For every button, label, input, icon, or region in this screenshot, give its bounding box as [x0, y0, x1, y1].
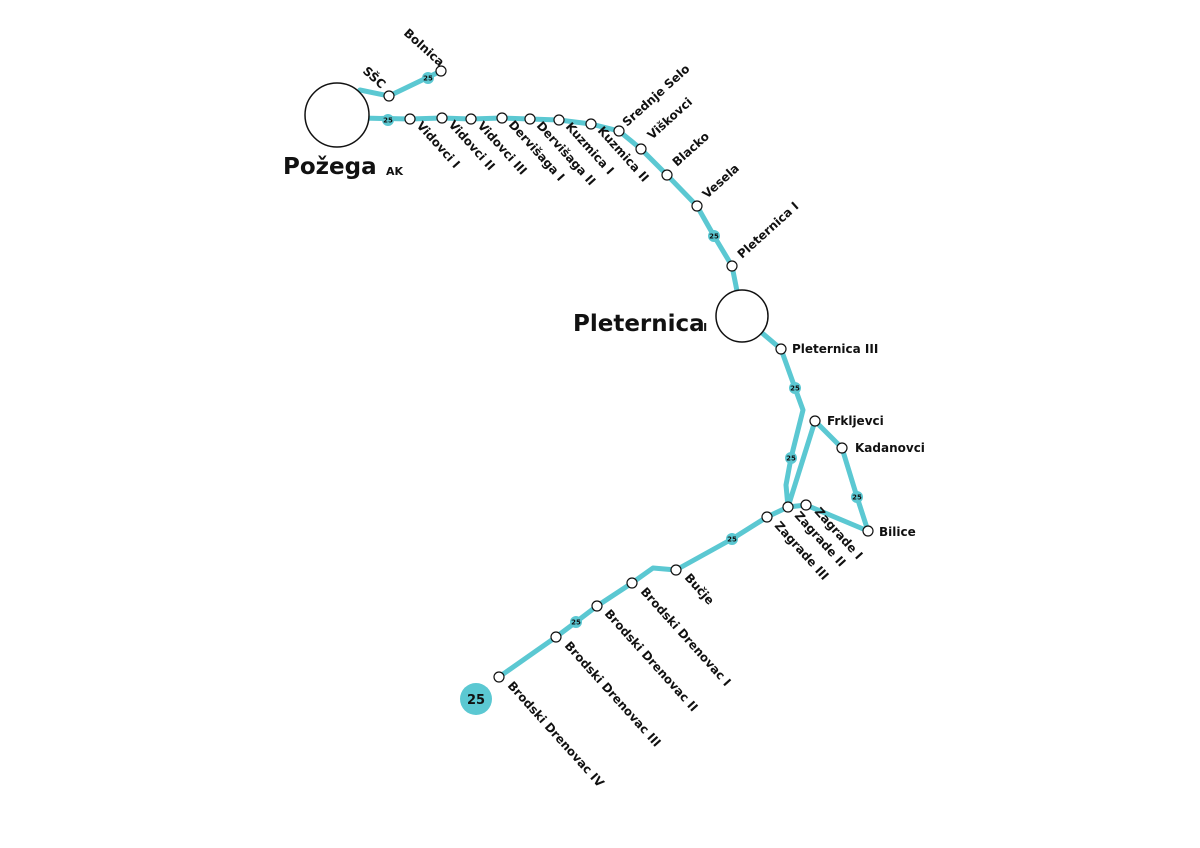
stop-label-vesela: Vesela: [700, 161, 742, 201]
stop-label-frkljevci: Frkljevci: [827, 414, 884, 428]
stop-zagrade2[interactable]: [782, 501, 794, 513]
stop-bolnica[interactable]: [435, 65, 447, 77]
route-terminal-badge[interactable]: 25: [460, 683, 492, 715]
stop-bilice[interactable]: [862, 525, 874, 537]
svg-text:25: 25: [383, 117, 393, 125]
stop-label-bucje: Bučje: [682, 571, 717, 608]
stop-vidovci3[interactable]: [465, 113, 477, 125]
stop-labels: Bolnica SŠC Vidovci I Vidovci II Vidovci…: [360, 26, 925, 791]
hub-pozega-suffix: AK: [386, 165, 404, 178]
svg-text:25: 25: [727, 536, 737, 544]
stop-label-bolnica: Bolnica: [401, 26, 447, 69]
hub-pozega[interactable]: Požega AK: [283, 82, 404, 180]
stop-pleternica1[interactable]: [726, 260, 738, 272]
stop-dervisaga2[interactable]: [524, 113, 536, 125]
route-badge: 25: [570, 616, 582, 628]
stop-label-kadanovci: Kadanovci: [855, 441, 925, 455]
stop-label-blacko: Blacko: [670, 129, 712, 169]
stop-vidovci2[interactable]: [436, 112, 448, 124]
svg-text:25: 25: [790, 385, 800, 393]
stop-label-brodski1: Brodski Drenovac I: [638, 585, 734, 689]
hub-pozega-circle: [304, 82, 370, 148]
stop-label-pleternica3: Pleternica III: [792, 342, 878, 356]
route-badge: 25: [708, 230, 720, 242]
svg-text:25: 25: [786, 455, 796, 463]
stop-label-srednje-selo: Srednje Selo: [620, 62, 693, 130]
route-badge: 25: [422, 72, 434, 84]
svg-text:25: 25: [571, 619, 581, 627]
route-terminal-badge-label: 25: [467, 693, 485, 708]
hub-pleternica-circle: [715, 289, 769, 343]
stop-blacko[interactable]: [661, 169, 673, 181]
route-badge: 25: [851, 491, 863, 503]
hub-pleternica-label: Pleternica: [573, 311, 705, 337]
stop-zagrade1[interactable]: [800, 499, 812, 511]
stop-zagrade3[interactable]: [761, 511, 773, 523]
stop-kuzmica1[interactable]: [553, 114, 565, 126]
svg-text:25: 25: [423, 75, 433, 83]
stop-vidovci1[interactable]: [404, 113, 416, 125]
stop-label-pleternica1: Pleternica I: [735, 199, 802, 261]
route-lines: [357, 68, 871, 680]
stop-brodski4[interactable]: [493, 671, 505, 683]
stop-kuzmica2[interactable]: [585, 118, 597, 130]
route-badge: 25: [382, 114, 394, 126]
stop-kadanovci[interactable]: [836, 442, 848, 454]
stop-bucje[interactable]: [670, 564, 682, 576]
stop-label-brodski4: Brodski Drenovac IV: [505, 679, 608, 791]
route-line-main-south: [496, 313, 871, 680]
hub-pozega-label: Požega: [283, 154, 377, 180]
stop-pleternica3[interactable]: [775, 343, 787, 355]
stop-ssc[interactable]: [383, 90, 395, 102]
stop-brodski2[interactable]: [591, 600, 603, 612]
stop-label-bilice: Bilice: [879, 525, 916, 539]
stop-dervisaga1[interactable]: [496, 112, 508, 124]
svg-text:25: 25: [709, 233, 719, 241]
stop-brodski1[interactable]: [626, 577, 638, 589]
stops: [383, 65, 874, 683]
route-badge: 25: [785, 452, 797, 464]
stop-label-ssc: SŠC: [360, 63, 389, 91]
hub-pleternica[interactable]: Pleternica II: [573, 289, 769, 343]
route-badges: 25 25 25 25 25 25 25 25: [382, 72, 863, 628]
stop-viskovci[interactable]: [635, 143, 647, 155]
stop-brodski3[interactable]: [550, 631, 562, 643]
route-badge: 25: [726, 533, 738, 545]
stop-srednje-selo[interactable]: [613, 125, 625, 137]
route-badge: 25: [789, 382, 801, 394]
stop-vesela[interactable]: [691, 200, 703, 212]
stop-frkljevci[interactable]: [809, 415, 821, 427]
svg-text:25: 25: [852, 494, 862, 502]
hub-pleternica-suffix: II: [699, 321, 707, 334]
